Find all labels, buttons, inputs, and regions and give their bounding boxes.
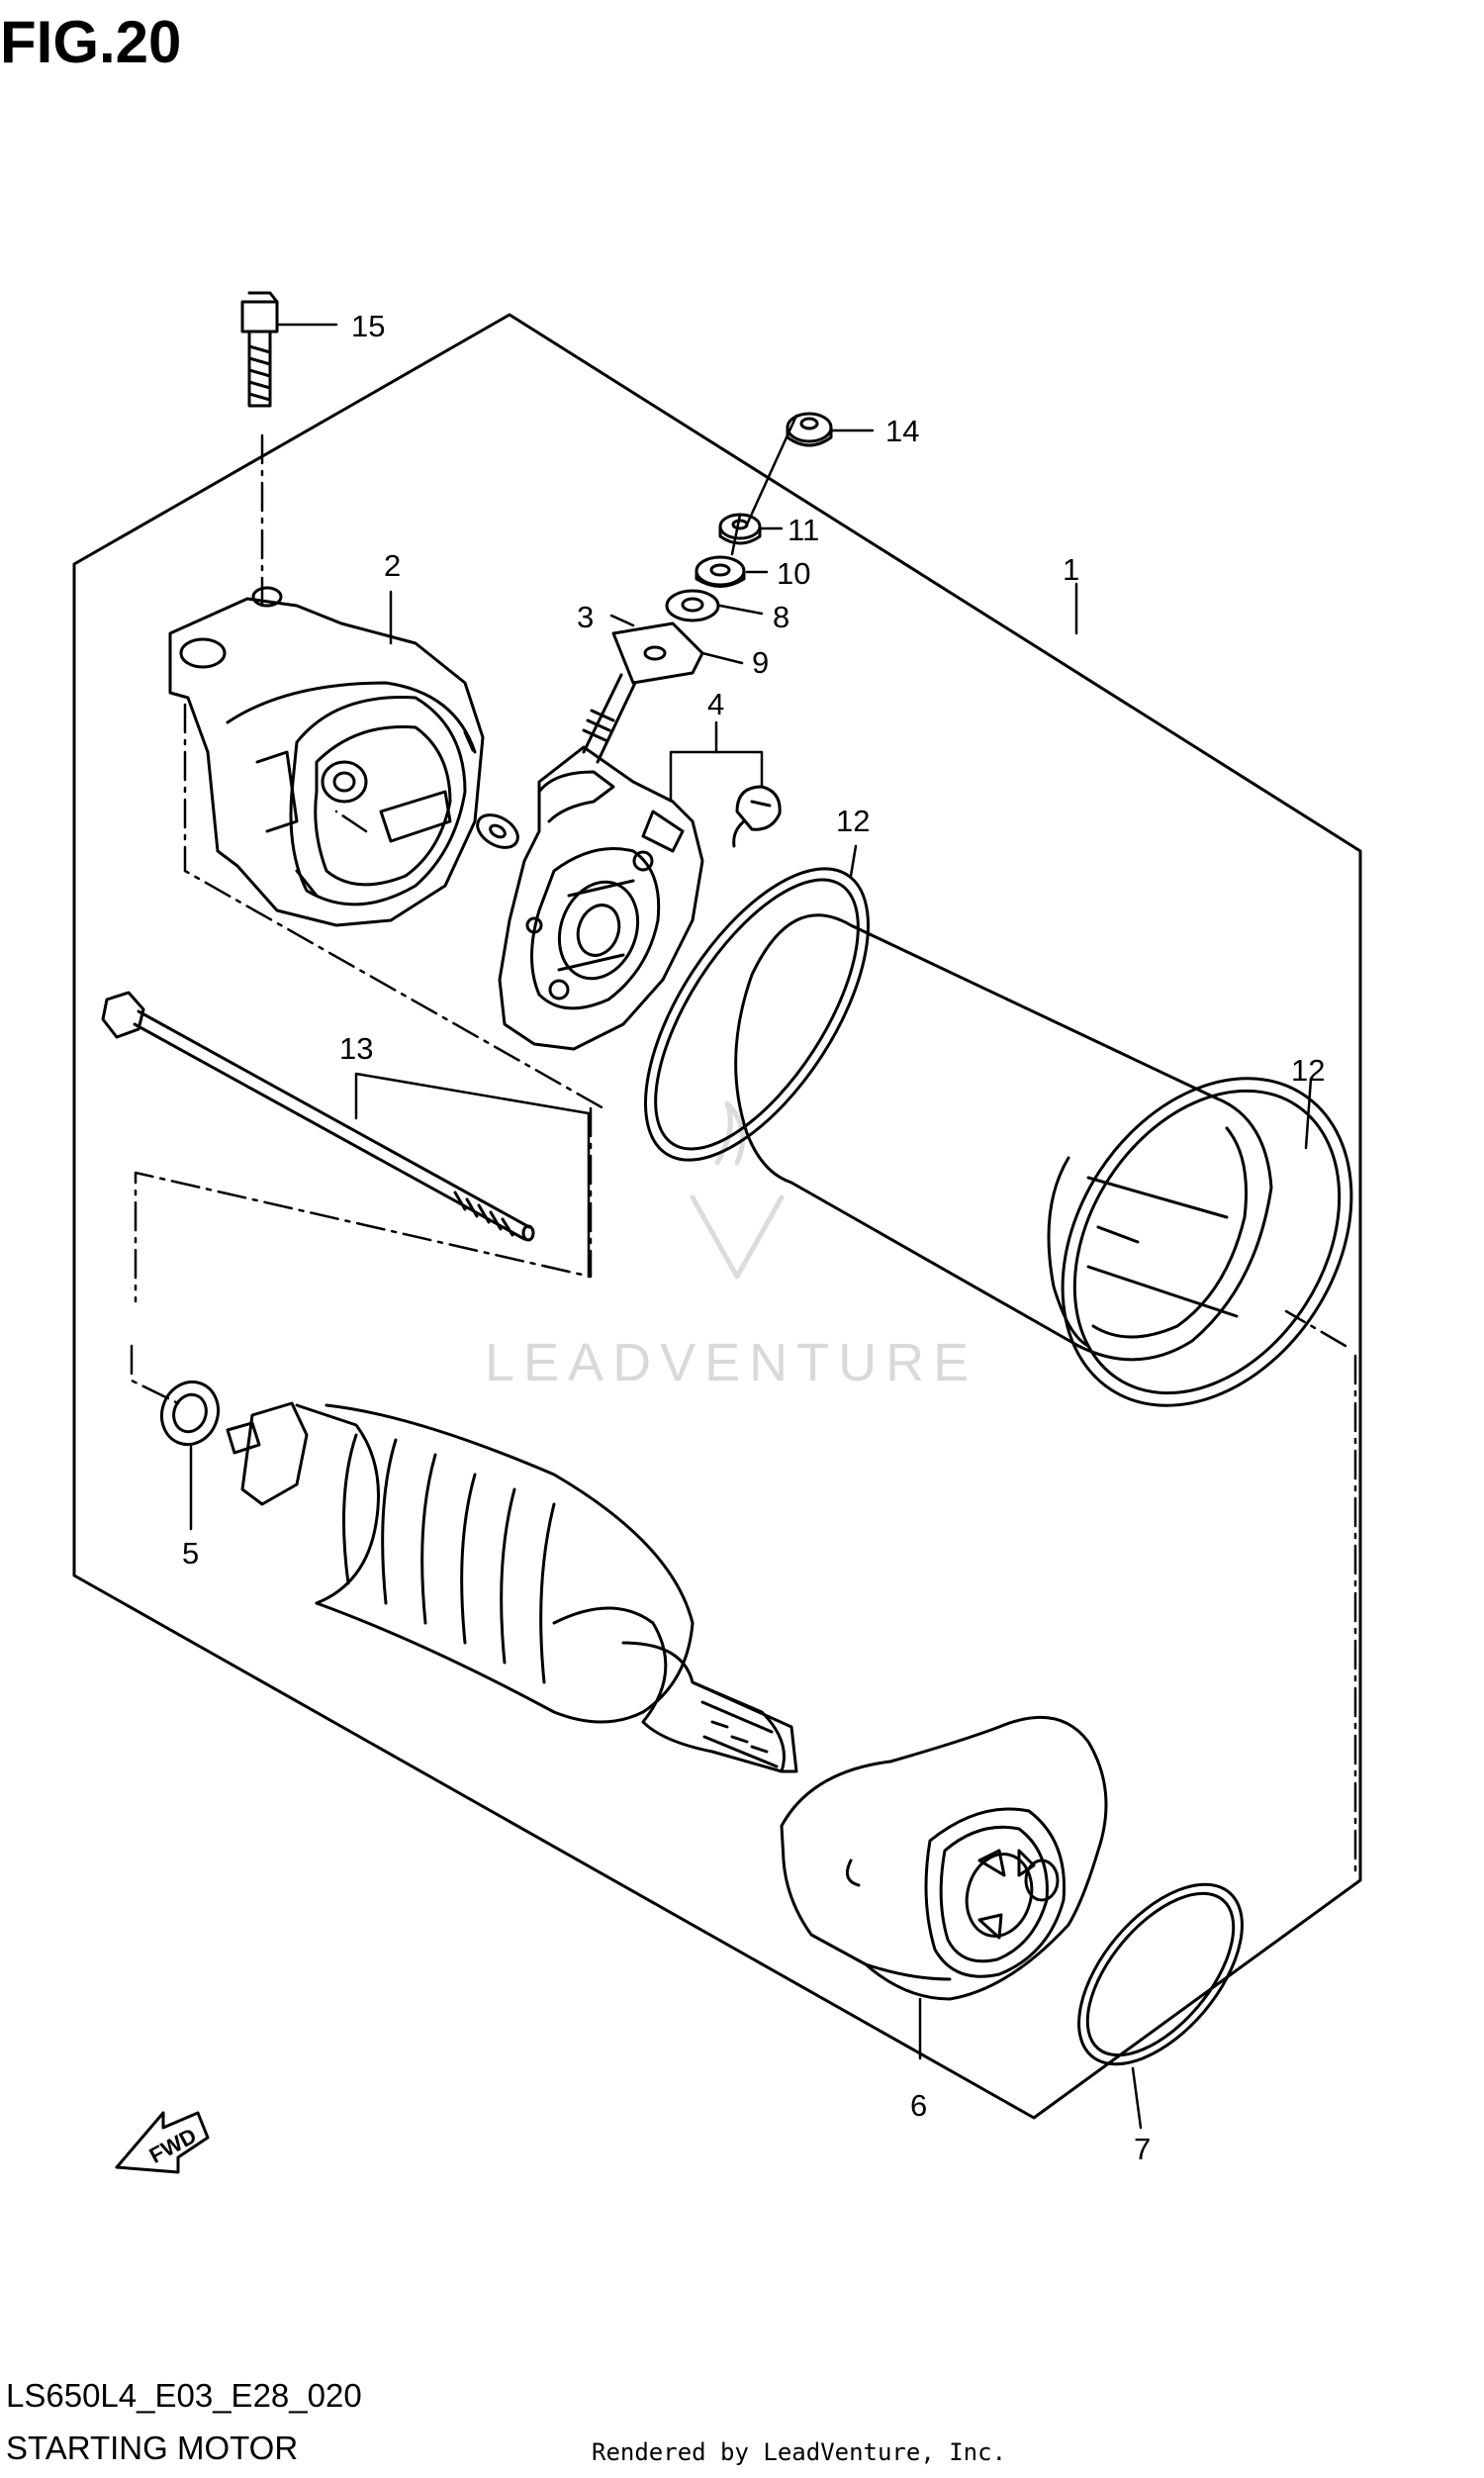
callout-labels: 1 2 3 4 5 6 7 8 9 10 11 12 12 13 14 15 bbox=[182, 309, 1325, 2166]
assembly-outline-box bbox=[72, 313, 1362, 2120]
callout-14: 14 bbox=[885, 414, 919, 448]
callout-13: 13 bbox=[339, 1031, 373, 1066]
callout-leaders bbox=[189, 323, 1313, 2130]
callout-4-bracket bbox=[669, 720, 764, 802]
fwd-arrow-icon: FWD bbox=[115, 2111, 210, 2174]
brush-holder-part-4-icon bbox=[498, 745, 704, 1051]
front-housing-part-6-icon bbox=[780, 1715, 1108, 2001]
callout-12-upper: 12 bbox=[836, 804, 870, 838]
thrust-washer-part-5-icon bbox=[160, 1380, 220, 1447]
callout-7: 7 bbox=[1134, 2132, 1151, 2166]
callout-5: 5 bbox=[182, 1536, 199, 1571]
o-ring-part-12-upper-icon bbox=[644, 867, 870, 1162]
through-bolt-part-13-icon bbox=[101, 991, 535, 1242]
armature-icon bbox=[226, 1401, 798, 1773]
callout-10: 10 bbox=[777, 556, 810, 591]
figure-number: FIG.20 bbox=[0, 9, 182, 75]
rendered-by-credit: Rendered by LeadVenture, Inc. bbox=[592, 2438, 1007, 2466]
terminal-plate-part-9-icon bbox=[611, 621, 704, 685]
o-ring-part-12-lower-icon bbox=[1061, 1077, 1353, 1407]
bolt-part-15-icon bbox=[240, 291, 279, 408]
callout-15: 15 bbox=[351, 309, 385, 343]
washer-part-3-small-icon bbox=[476, 813, 519, 849]
washer-part-8-icon bbox=[665, 589, 720, 622]
callout-1: 1 bbox=[1063, 552, 1079, 587]
leader-lines bbox=[130, 433, 1357, 1872]
callout-2: 2 bbox=[384, 548, 401, 583]
terminal-bolt-icon bbox=[582, 673, 637, 764]
callout-6: 6 bbox=[910, 2088, 927, 2123]
o-ring-part-7-icon bbox=[1077, 1882, 1244, 2066]
watermark: LEADVENTURE bbox=[485, 1100, 977, 1392]
callout-13-bracket bbox=[354, 1072, 591, 1279]
callout-12-lower: 12 bbox=[1291, 1053, 1325, 1088]
callout-3: 3 bbox=[577, 600, 594, 634]
washer-part-10-icon bbox=[695, 555, 746, 588]
rear-housing-part-2-icon bbox=[168, 586, 485, 927]
diagram-caption: STARTING MOTOR bbox=[6, 2430, 299, 2466]
watermark-text: LEADVENTURE bbox=[485, 1333, 977, 1392]
callout-9: 9 bbox=[752, 645, 769, 680]
callout-4: 4 bbox=[707, 687, 724, 721]
callout-11: 11 bbox=[788, 513, 819, 547]
yoke-shell-icon bbox=[734, 913, 1273, 1362]
diagram-code: LS650L4_E03_E28_020 bbox=[6, 2377, 362, 2414]
callout-8: 8 bbox=[773, 600, 789, 634]
brush-spring-part-4-icon bbox=[732, 785, 782, 848]
